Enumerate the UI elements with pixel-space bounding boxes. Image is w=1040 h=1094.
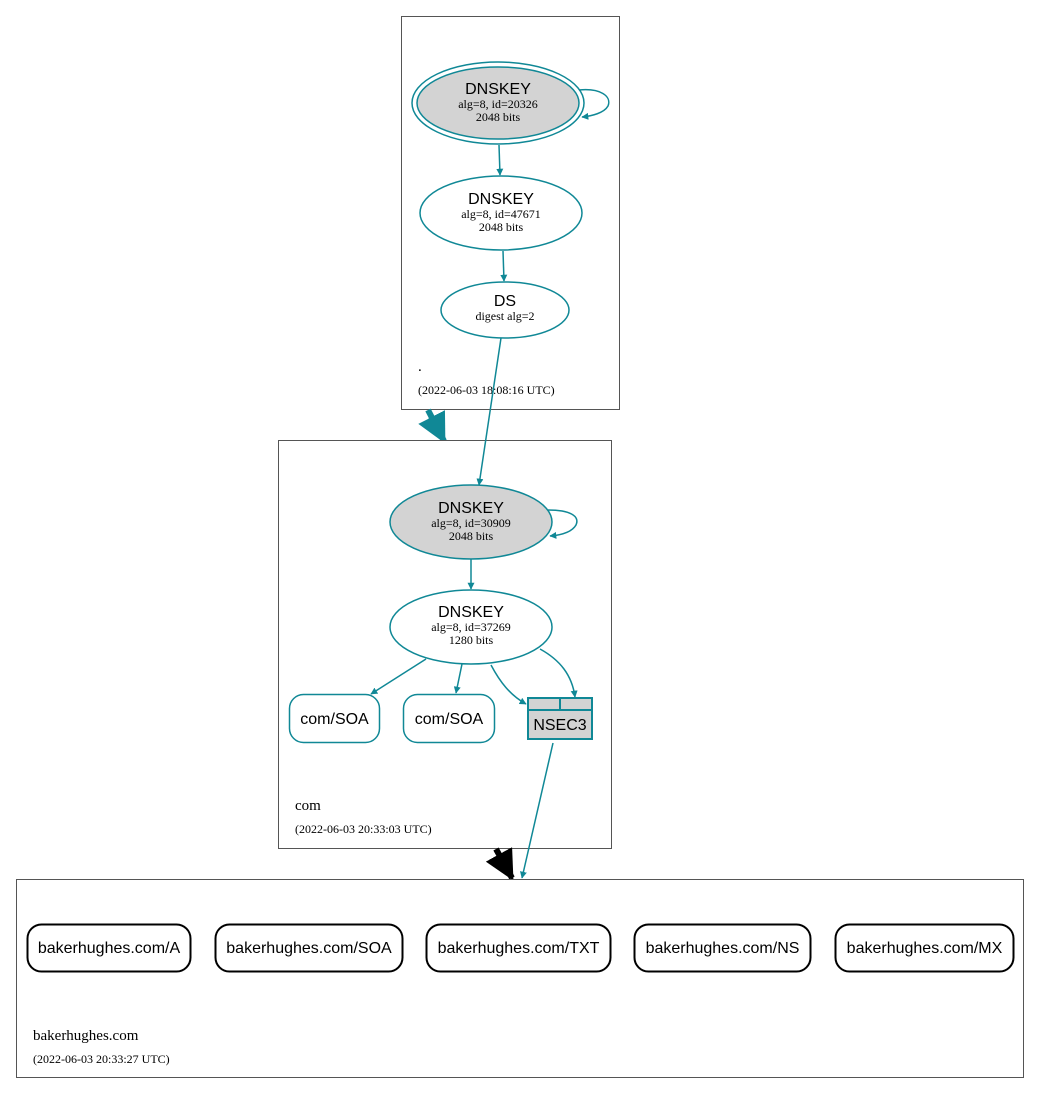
com-nsec3-node[interactable]: NSEC3 (527, 697, 593, 740)
bakerhughes-mx-box (834, 923, 1015, 973)
root-ksk-bits: 2048 bits (476, 110, 521, 124)
com-zone-name: com (295, 798, 321, 814)
com-ksk-title: DNSKEY (438, 500, 504, 517)
bakerhughes-ns-rrset[interactable]: bakerhughes.com/NS (633, 923, 812, 973)
root-zone-timestamp: (2022-06-03 18:08:16 UTC) (418, 383, 555, 397)
com-zsk-to-soa-1-edge (370, 658, 427, 695)
root-ds-to-com-ksk-edge (476, 337, 502, 486)
root-zsk-ellipse (419, 175, 583, 251)
com-ksk-self-sign-edge (547, 509, 578, 539)
root-ksk-self-sign-edge (578, 88, 610, 120)
bakerhughes-ns-box (633, 923, 812, 973)
com-ksk-node[interactable]: DNSKEY alg=8, id=30909 2048 bits (389, 484, 553, 560)
nsec3-to-bakerhughes-edge (519, 742, 554, 879)
root-ds-digest: digest alg=2 (475, 309, 534, 323)
bakerhughes-zone-timestamp: (2022-06-03 20:33:27 UTC) (33, 1052, 170, 1066)
bakerhughes-txt-rrset[interactable]: bakerhughes.com/TXT (425, 923, 612, 973)
zone-root: DNSKEY alg=8, id=20326 2048 bits DNSKEY … (401, 16, 620, 410)
root-to-com-delegation-edge (418, 408, 447, 444)
com-ksk-bits: 2048 bits (449, 529, 494, 543)
root-zsk-alg-id: alg=8, id=47671 (461, 207, 541, 221)
com-soa-2-label: com/SOA (415, 711, 484, 728)
root-ksk-node[interactable]: DNSKEY alg=8, id=20326 2048 bits (411, 61, 585, 145)
bakerhughes-txt-box (425, 923, 612, 973)
com-zsk-bits: 1280 bits (449, 633, 494, 647)
com-zone-timestamp: (2022-06-03 20:33:03 UTC) (295, 822, 432, 836)
com-soa-rrset-1[interactable]: com/SOA (288, 693, 381, 744)
bakerhughes-soa-rrset[interactable]: bakerhughes.com/SOA (214, 923, 404, 973)
bakerhughes-a-label: bakerhughes.com/A (38, 940, 181, 957)
bakerhughes-a-rrset[interactable]: bakerhughes.com/A (26, 923, 192, 973)
com-nsec3-label: NSEC3 (533, 717, 586, 734)
root-ksk-ellipse (416, 66, 580, 140)
zone-bakerhughes: bakerhughes.com/A bakerhughes.com/SOA ba… (16, 879, 1024, 1078)
com-zsk-to-nsec3-edge-b (539, 648, 578, 698)
root-ksk-to-zsk-edge (496, 144, 504, 176)
com-zsk-title: DNSKEY (438, 604, 504, 621)
root-ds-title: DS (494, 293, 516, 310)
root-zsk-title: DNSKEY (468, 191, 534, 208)
bakerhughes-soa-box (214, 923, 404, 973)
com-ksk-alg-id: alg=8, id=30909 (431, 516, 511, 530)
com-zsk-to-nsec3-edge-a (490, 664, 527, 705)
bakerhughes-ns-label: bakerhughes.com/NS (646, 940, 800, 957)
root-zsk-bits: 2048 bits (479, 220, 524, 234)
com-zsk-alg-id: alg=8, id=37269 (431, 620, 511, 634)
com-zsk-to-soa-2-edge (453, 663, 463, 694)
bakerhughes-txt-label: bakerhughes.com/TXT (438, 940, 600, 957)
zone-com: DNSKEY alg=8, id=30909 2048 bits DNSKEY … (278, 337, 612, 849)
root-ksk-title: DNSKEY (465, 81, 531, 98)
root-ksk-alg-id: alg=8, id=20326 (458, 97, 538, 111)
com-soa-2-box (402, 693, 496, 744)
bakerhughes-soa-label: bakerhughes.com/SOA (226, 940, 392, 957)
com-zsk-ellipse (389, 589, 553, 665)
com-soa-1-label: com/SOA (300, 711, 369, 728)
com-to-bakerhughes-delegation-edge (485, 847, 515, 881)
com-soa-rrset-2[interactable]: com/SOA (402, 693, 496, 744)
root-ksk-outer-ring (411, 61, 585, 145)
root-zsk-node[interactable]: DNSKEY alg=8, id=47671 2048 bits (419, 175, 583, 251)
root-zone-name: . (418, 359, 422, 375)
zone-bakerhughes-box (16, 879, 1024, 1078)
com-soa-1-box (288, 693, 381, 744)
root-ds-ellipse (440, 281, 570, 339)
bakerhughes-a-box (26, 923, 192, 973)
bakerhughes-zone-name: bakerhughes.com (33, 1028, 139, 1044)
root-zsk-to-ds-edge (500, 250, 508, 282)
bakerhughes-mx-label: bakerhughes.com/MX (847, 940, 1003, 957)
root-ds-node[interactable]: DS digest alg=2 (440, 281, 570, 339)
com-zsk-node[interactable]: DNSKEY alg=8, id=37269 1280 bits (389, 589, 553, 665)
bakerhughes-mx-rrset[interactable]: bakerhughes.com/MX (834, 923, 1015, 973)
